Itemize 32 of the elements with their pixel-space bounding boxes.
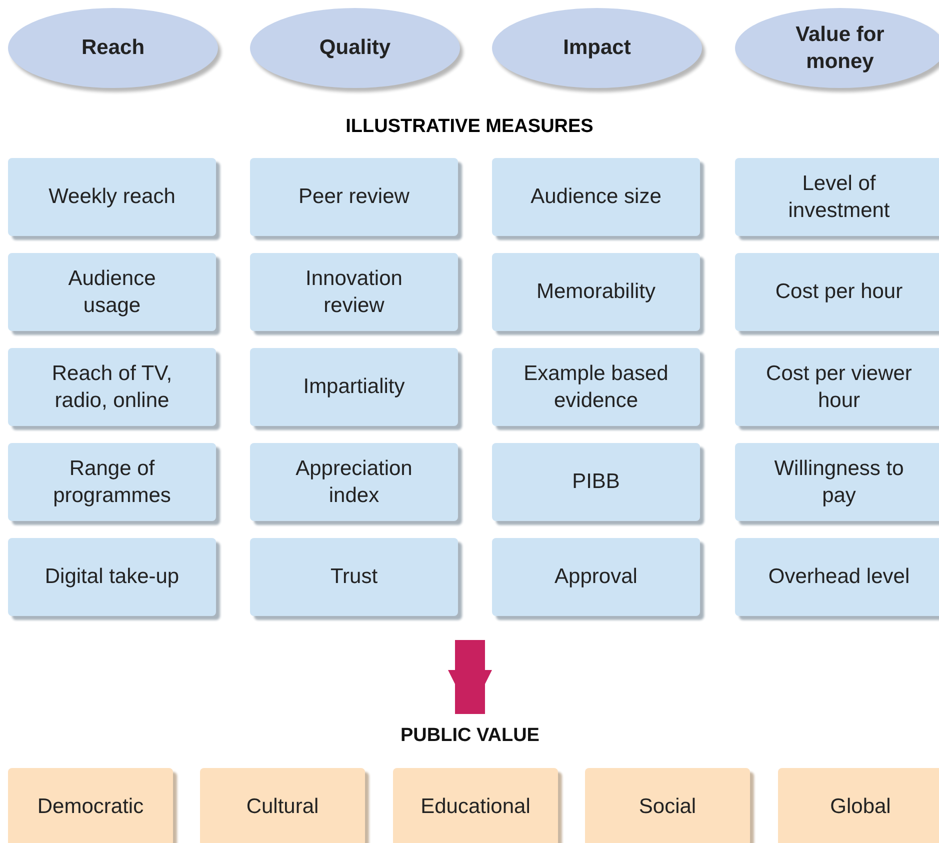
- value-box: Social: [585, 768, 750, 843]
- value-box: Democratic: [8, 768, 173, 843]
- measure-box: Peer review: [250, 158, 458, 236]
- category-ellipse: Quality: [250, 8, 460, 88]
- measure-box: Digital take-up: [8, 538, 216, 616]
- category-ellipse: Impact: [492, 8, 702, 88]
- category-ellipse: Value for money: [735, 8, 939, 88]
- value-box: Global: [778, 768, 939, 843]
- value-box: Educational: [393, 768, 558, 843]
- section-heading: PUBLIC VALUE: [380, 722, 560, 750]
- measure-box: PIBB: [492, 443, 700, 521]
- measure-box: Level of investment: [735, 158, 939, 236]
- measure-box: Impartiality: [250, 348, 458, 426]
- measure-box: Overhead level: [735, 538, 939, 616]
- measure-box: Audience usage: [8, 253, 216, 331]
- measure-box: Willingness to pay: [735, 443, 939, 521]
- measure-box: Range of programmes: [8, 443, 216, 521]
- measure-box: Approval: [492, 538, 700, 616]
- measure-box: Memorability: [492, 253, 700, 331]
- measure-box: Innovation review: [250, 253, 458, 331]
- measure-box: Appreciation index: [250, 443, 458, 521]
- measure-box: Example based evidence: [492, 348, 700, 426]
- measure-box: Weekly reach: [8, 158, 216, 236]
- measure-box: Reach of TV, radio, online: [8, 348, 216, 426]
- measure-box: Cost per hour: [735, 253, 939, 331]
- category-ellipse: Reach: [8, 8, 218, 88]
- arrow: [448, 640, 492, 714]
- section-heading: ILLUSTRATIVE MEASURES: [344, 116, 594, 138]
- value-box: Cultural: [200, 768, 365, 843]
- measure-box: Cost per viewer hour: [735, 348, 939, 426]
- measure-box: Trust: [250, 538, 458, 616]
- measure-box: Audience size: [492, 158, 700, 236]
